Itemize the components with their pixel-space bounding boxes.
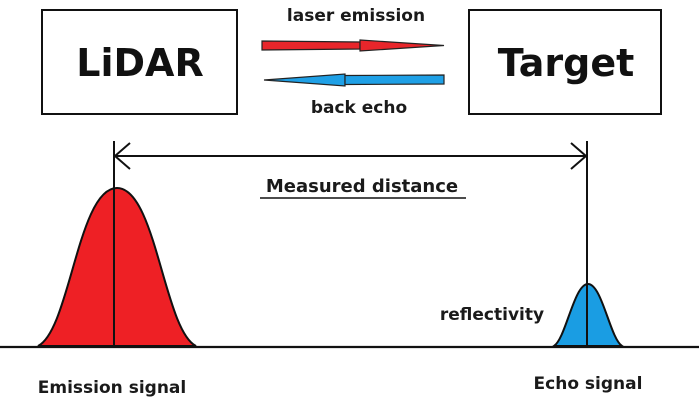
laser-emission-label: laser emission [287,6,425,26]
measured-distance-arrow [113,142,588,170]
target-label: Target [498,41,635,85]
echo-signal-label: Echo signal [534,374,643,394]
lidar-label: LiDAR [76,41,203,85]
lidar-box [41,9,238,115]
laser-emission-arrow [261,39,445,52]
target-box [468,9,662,115]
emission-signal-label: Emission signal [38,378,186,398]
back-echo-label: back echo [311,98,407,118]
emission-signal-curve [37,186,197,347]
back-echo-arrow [263,73,445,87]
reflectivity-label: reflectivity [440,305,544,325]
measured-distance-label: Measured distance [266,176,458,197]
